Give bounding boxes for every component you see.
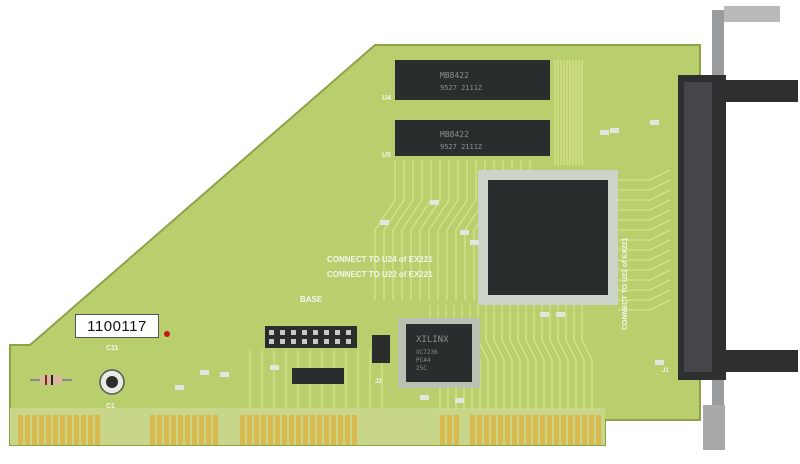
- centronics-connector: [678, 75, 798, 380]
- label-connect-u22: CONNECT TO U22 of EX221: [327, 270, 433, 279]
- soic-chip: [292, 368, 344, 384]
- xilinx-cpld: XILINX XC7236 PC44 25C: [398, 318, 480, 388]
- smd-components: [175, 120, 664, 403]
- svg-text:25C: 25C: [416, 365, 427, 372]
- svg-text:MB8422: MB8422: [440, 71, 469, 80]
- svg-text:MB8422: MB8422: [440, 130, 469, 139]
- svg-text:9527 2111Z: 9527 2111Z: [440, 143, 482, 151]
- label-side-connect: CONNECT TO U22 of EX221: [622, 237, 629, 330]
- label-u4: U4: [382, 95, 391, 102]
- label-base: BASE: [300, 295, 323, 304]
- red-marker: [164, 331, 170, 337]
- label-u5: U5: [382, 152, 391, 159]
- jumper-j2: [372, 335, 390, 363]
- label-connect-u24: CONNECT TO U24 of EX221: [327, 255, 433, 264]
- svg-text:9527 2111Z: 9527 2111Z: [440, 84, 482, 92]
- chip-u5: MB8422 9527 2111Z: [395, 120, 550, 156]
- label-c11: C11: [106, 345, 119, 352]
- gold-fingers: [18, 415, 601, 445]
- label-c1: C1: [106, 403, 115, 410]
- qfp-chip: [478, 170, 618, 305]
- label-j1: J1: [662, 368, 669, 374]
- svg-text:XILINX: XILINX: [416, 335, 449, 345]
- svg-text:XC7236: XC7236: [416, 349, 438, 356]
- jumper-block-base: [265, 326, 357, 348]
- svg-text:PC44: PC44: [416, 357, 431, 364]
- label-j2: J2: [375, 379, 382, 385]
- chip-u4: MB8422 9527 2111Z: [395, 60, 550, 100]
- serial-number-sticker: 1100117: [75, 314, 159, 338]
- resistor: [30, 375, 72, 385]
- capacitor-c1: [99, 369, 125, 395]
